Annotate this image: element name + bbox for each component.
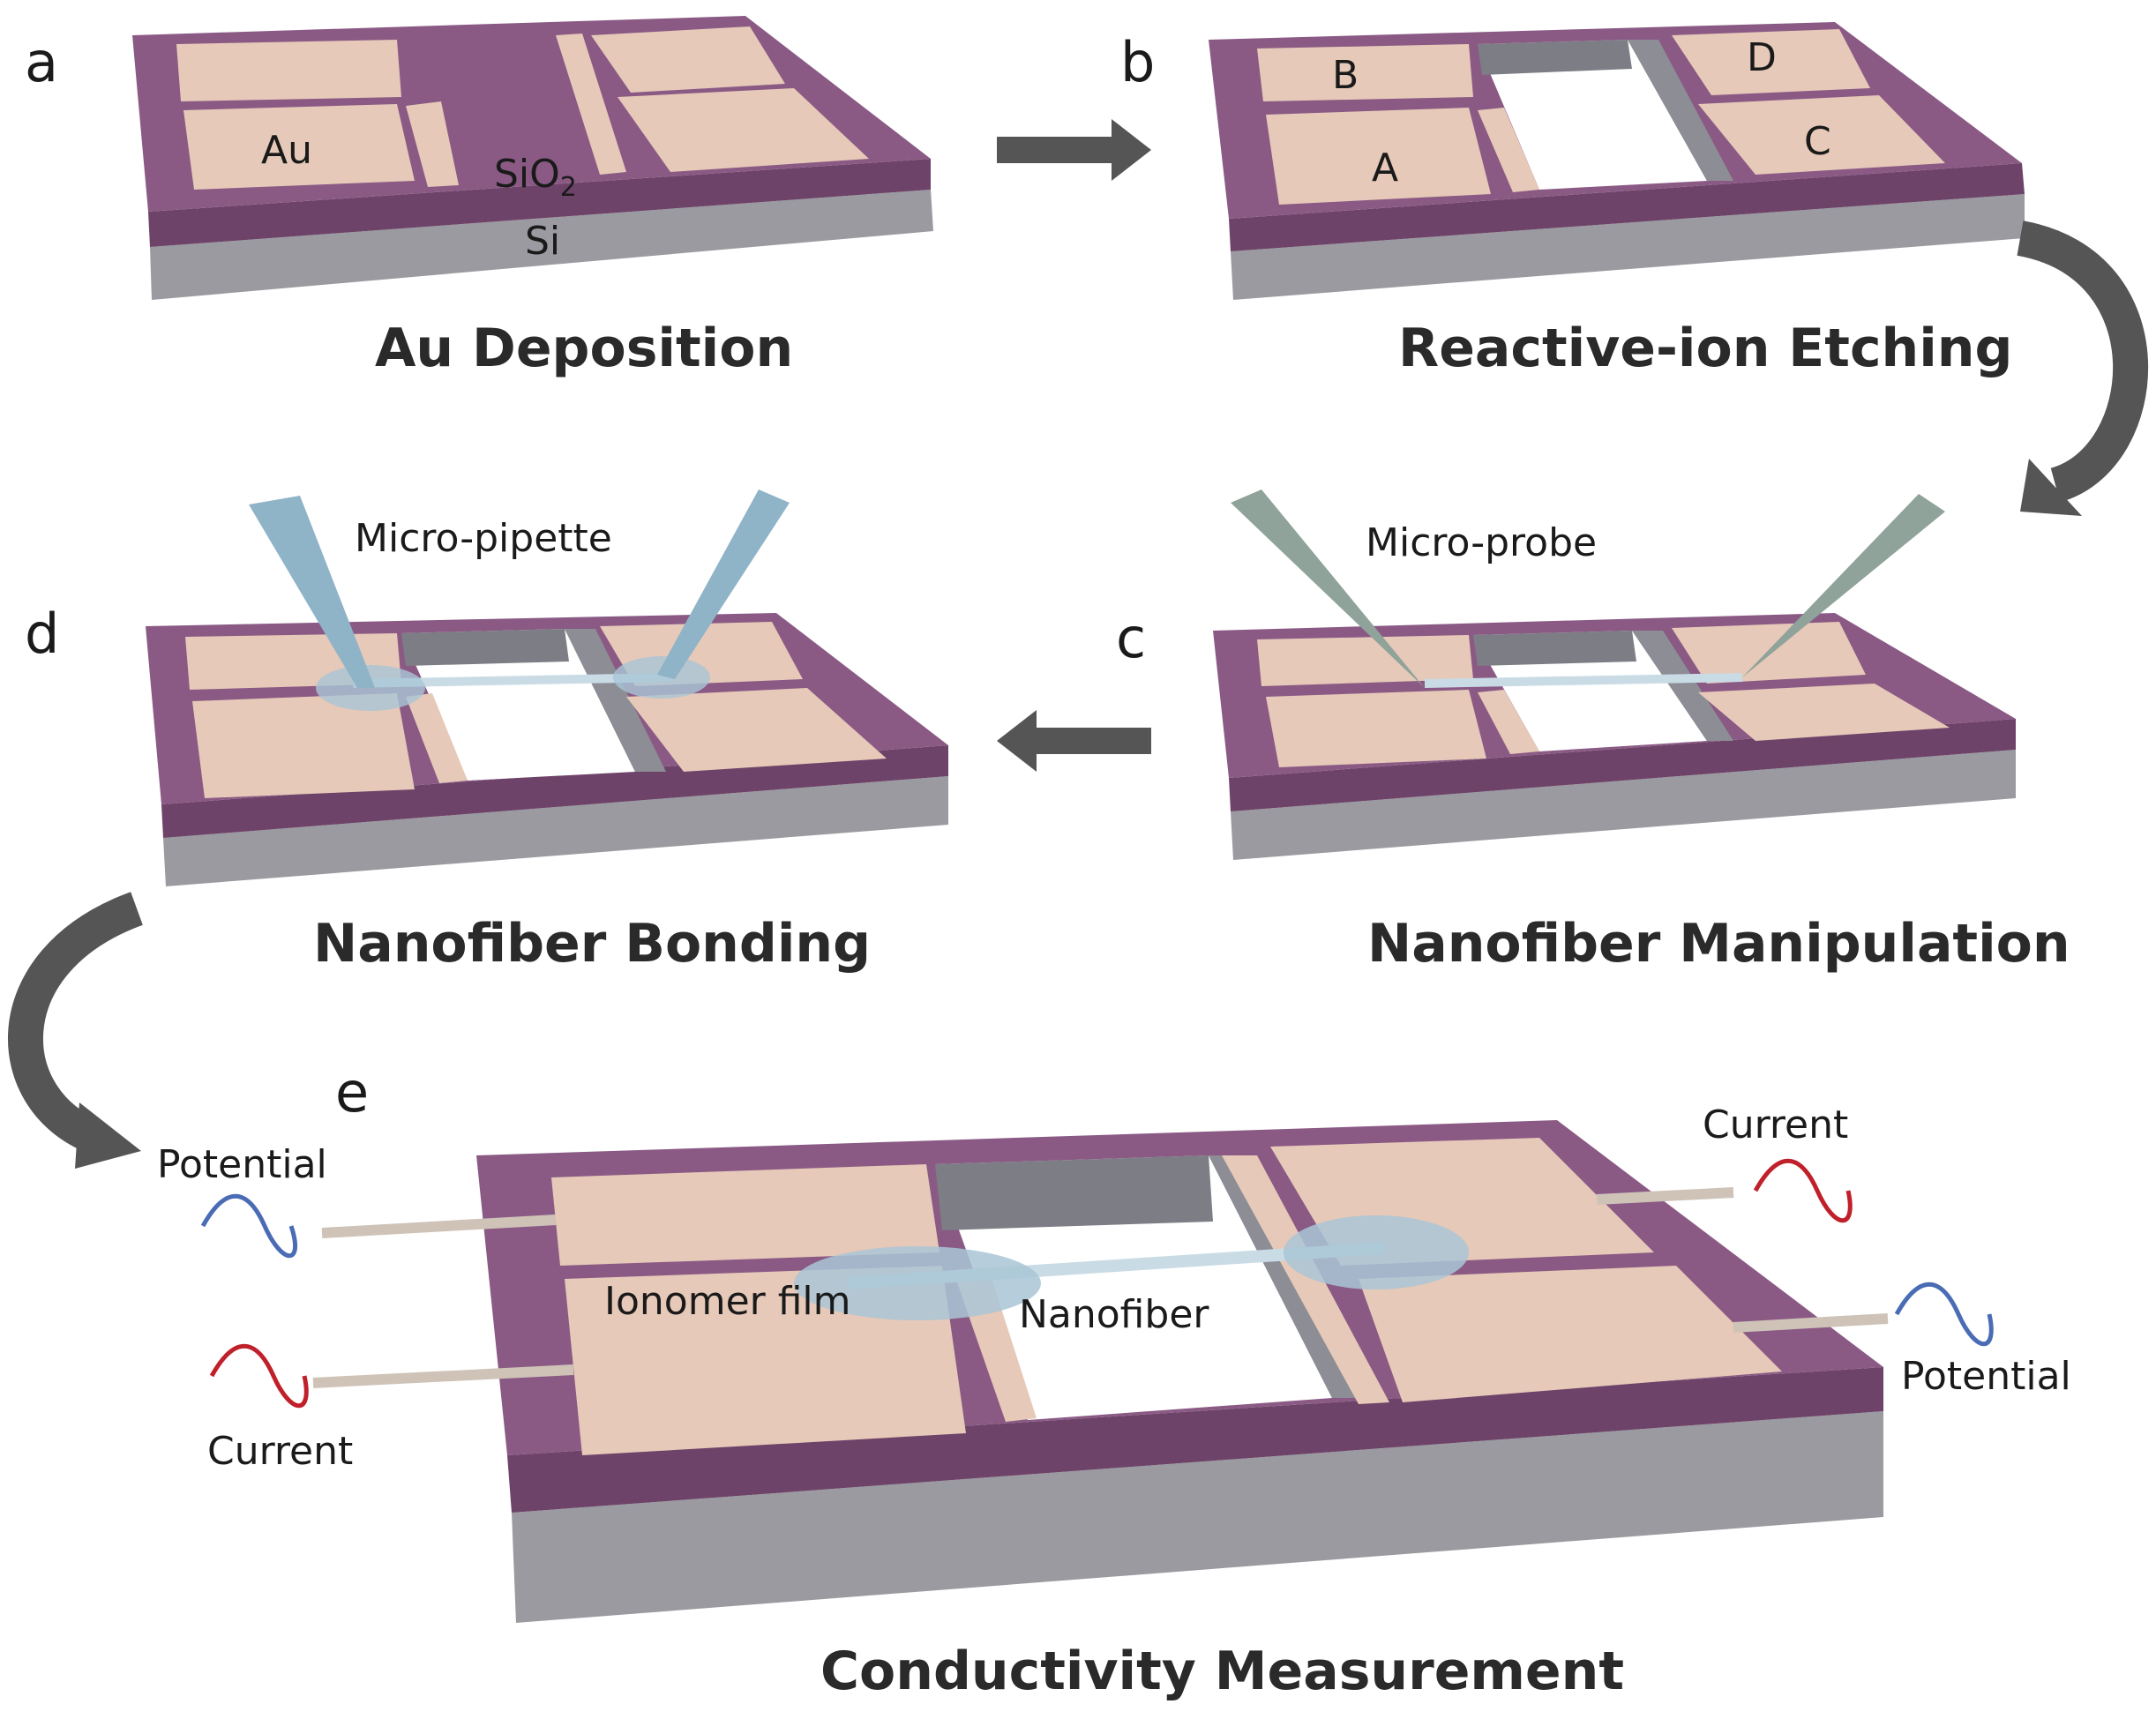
panel-c: c Micro-probe Nanofiber Manipulation bbox=[1116, 490, 2070, 975]
gold-pad bbox=[192, 693, 415, 798]
caption-a: Au Deposition bbox=[375, 318, 793, 379]
silicon-layer bbox=[1231, 750, 2016, 860]
gold-strip-left bbox=[406, 101, 459, 187]
au-label: Au bbox=[261, 128, 312, 173]
pad-b bbox=[1257, 44, 1473, 101]
potential-label-left: Potential bbox=[157, 1142, 327, 1187]
curved-arrow-down-icon bbox=[8, 892, 144, 1155]
silicon-layer bbox=[512, 1411, 1883, 1623]
caption-e: Conductivity Measurement bbox=[820, 1641, 1624, 1702]
etched-wall-right bbox=[1628, 40, 1733, 181]
micro-probe-right bbox=[1742, 494, 1945, 677]
caption-c: Nanofiber Manipulation bbox=[1367, 913, 2070, 975]
panel-letter-d: d bbox=[25, 602, 59, 666]
pad-b-label: B bbox=[1332, 53, 1359, 98]
silicon-layer bbox=[163, 776, 948, 886]
gold-pad bbox=[1698, 684, 1950, 741]
pad-c-label: C bbox=[1804, 119, 1831, 164]
arrow-right-icon bbox=[997, 119, 1151, 181]
curved-arrow-head bbox=[2020, 459, 2082, 516]
silicon-layer bbox=[1231, 194, 2025, 300]
si-label: Si bbox=[525, 219, 560, 264]
micro-probe-label: Micro-probe bbox=[1366, 520, 1597, 565]
wire-potential-right bbox=[1733, 1313, 1889, 1333]
micro-pipette-right bbox=[657, 490, 790, 679]
pad-c bbox=[1698, 95, 1945, 175]
arrow-left-icon bbox=[997, 710, 1151, 772]
etched-window bbox=[401, 629, 635, 781]
gold-pad-au bbox=[183, 104, 415, 190]
micro-probe-left bbox=[1231, 490, 1425, 688]
current-label-right: Current bbox=[1703, 1102, 1848, 1147]
etched-wall-back bbox=[935, 1155, 1213, 1230]
caption-d: Nanofiber Bonding bbox=[313, 913, 871, 975]
pad-d bbox=[1672, 29, 1870, 95]
gold-pad-top-right bbox=[591, 26, 785, 93]
current-label-left: Current bbox=[207, 1429, 353, 1474]
curved-arrow-down-icon bbox=[2016, 220, 2149, 503]
sio2-front-face bbox=[148, 159, 931, 247]
etched-wall-right bbox=[1632, 631, 1733, 741]
sio2-label: SiO2 bbox=[494, 152, 577, 203]
sio2-front-face bbox=[507, 1367, 1883, 1513]
gold-strip-left bbox=[1478, 690, 1539, 754]
etched-wall-back bbox=[401, 629, 569, 666]
nanofiber bbox=[1424, 673, 1743, 688]
gold-strip-left bbox=[406, 693, 468, 783]
micro-pipette-left bbox=[249, 496, 375, 688]
gold-pad bbox=[1266, 690, 1486, 767]
gold-pad bbox=[551, 1164, 940, 1266]
micro-pipette-label: Micro-pipette bbox=[355, 516, 612, 561]
etched-wall-back bbox=[1473, 631, 1636, 666]
etched-window bbox=[1478, 40, 1707, 190]
nanofiber-label: Nanofiber bbox=[1019, 1292, 1209, 1337]
sio2-front-face bbox=[1229, 163, 2025, 251]
gold-strip-right bbox=[556, 34, 626, 175]
gold-pad-top-left bbox=[176, 40, 401, 101]
panel-letter-a: a bbox=[25, 30, 58, 94]
ionomer-droplet-right bbox=[613, 656, 710, 699]
panel-d: d Micro-pipette Nanofiber Bonding bbox=[25, 490, 948, 975]
pad-d-label: D bbox=[1747, 35, 1777, 80]
etched-wall-right bbox=[565, 629, 666, 772]
wire-current-left bbox=[312, 1364, 574, 1388]
silicon-layer bbox=[150, 190, 933, 300]
current-wave-icon bbox=[209, 1343, 309, 1408]
curved-arrow-head bbox=[75, 1102, 141, 1169]
gold-pad bbox=[1359, 1266, 1782, 1402]
panel-e: e Potential Current Current Potential bbox=[157, 1060, 2071, 1702]
panel-a: a Au SiO2 Si Au Deposition bbox=[25, 16, 933, 379]
wire-current-right bbox=[1596, 1187, 1734, 1205]
potential-wave-icon bbox=[200, 1193, 297, 1259]
panel-letter-b: b bbox=[1120, 30, 1155, 94]
pad-a-label: A bbox=[1372, 146, 1398, 191]
gold-strip-right bbox=[1222, 1155, 1389, 1404]
etched-wall-back bbox=[1478, 40, 1632, 75]
sio2-front-face bbox=[1229, 719, 2016, 811]
panel-letter-c: c bbox=[1116, 606, 1146, 670]
wire-potential-left bbox=[321, 1215, 557, 1238]
caption-b: Reactive-ion Etching bbox=[1398, 318, 2012, 379]
pad-a bbox=[1266, 108, 1491, 205]
panel-b: b B A D C Reactive-ion Etching bbox=[1120, 22, 2025, 379]
gold-strip-left bbox=[1478, 108, 1539, 192]
panel-letter-e: e bbox=[335, 1060, 369, 1125]
potential-label-right: Potential bbox=[1901, 1354, 2071, 1399]
ionomer-film-right bbox=[1284, 1215, 1469, 1289]
current-wave-icon bbox=[1753, 1158, 1853, 1222]
potential-wave-icon bbox=[1894, 1282, 1994, 1346]
gold-pad bbox=[1257, 635, 1473, 686]
gold-pad bbox=[626, 688, 887, 772]
ionomer-film-left bbox=[794, 1246, 1041, 1320]
gold-pad-bottom-right bbox=[618, 88, 869, 172]
sio2-front-face bbox=[161, 745, 948, 838]
ionomer-film-label: Ionomer film bbox=[604, 1279, 851, 1324]
